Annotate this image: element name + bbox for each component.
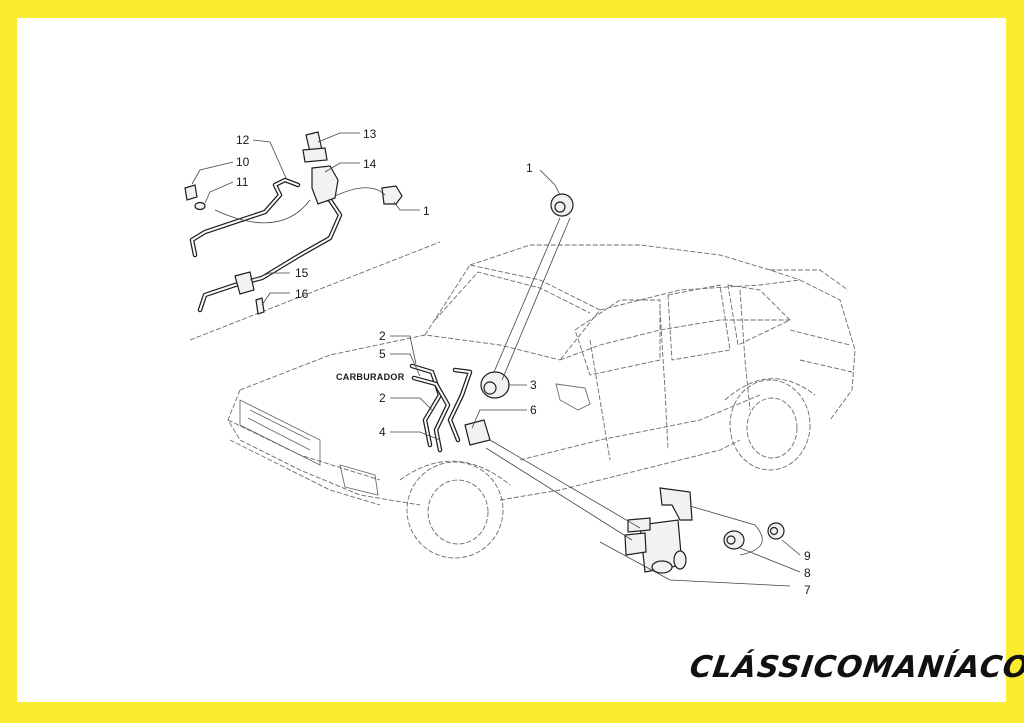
carburetor-hoses	[409, 363, 510, 453]
callout-11: 11	[236, 175, 249, 189]
callout-1-top: 1	[526, 161, 533, 175]
callout-1-bolt: 1	[423, 204, 430, 218]
diagram-sheet	[17, 18, 1006, 702]
callout-12: 12	[236, 133, 250, 147]
callout-7: 7	[804, 583, 811, 597]
callout-5: 5	[379, 347, 386, 361]
callout-2-upper: 2	[379, 329, 386, 343]
callout-13: 13	[363, 127, 377, 141]
callout-3: 3	[530, 378, 537, 392]
brand-watermark: CLÁSSICOMANÍACOS	[687, 650, 1024, 685]
callout-10: 10	[236, 155, 250, 169]
callout-14: 14	[363, 157, 377, 171]
callout-9: 9	[804, 549, 811, 563]
callout-6: 6	[530, 403, 537, 417]
hose-assembly-top	[184, 131, 403, 315]
solenoid-valve-assembly	[485, 439, 791, 587]
carburador-label: CARBURADOR	[336, 372, 405, 382]
callout-leaders	[191, 132, 801, 573]
car-outline	[189, 241, 856, 559]
callout-15: 15	[295, 266, 309, 280]
callout-8: 8	[804, 566, 811, 580]
callout-numbers: 12 10 11 13 14 1 15 16 1 2 5 CARBURADOR …	[236, 127, 811, 597]
callout-16: 16	[295, 287, 309, 301]
callout-4: 4	[379, 425, 386, 439]
callout-2-lower: 2	[379, 391, 386, 405]
grommet-part-1	[493, 193, 574, 381]
